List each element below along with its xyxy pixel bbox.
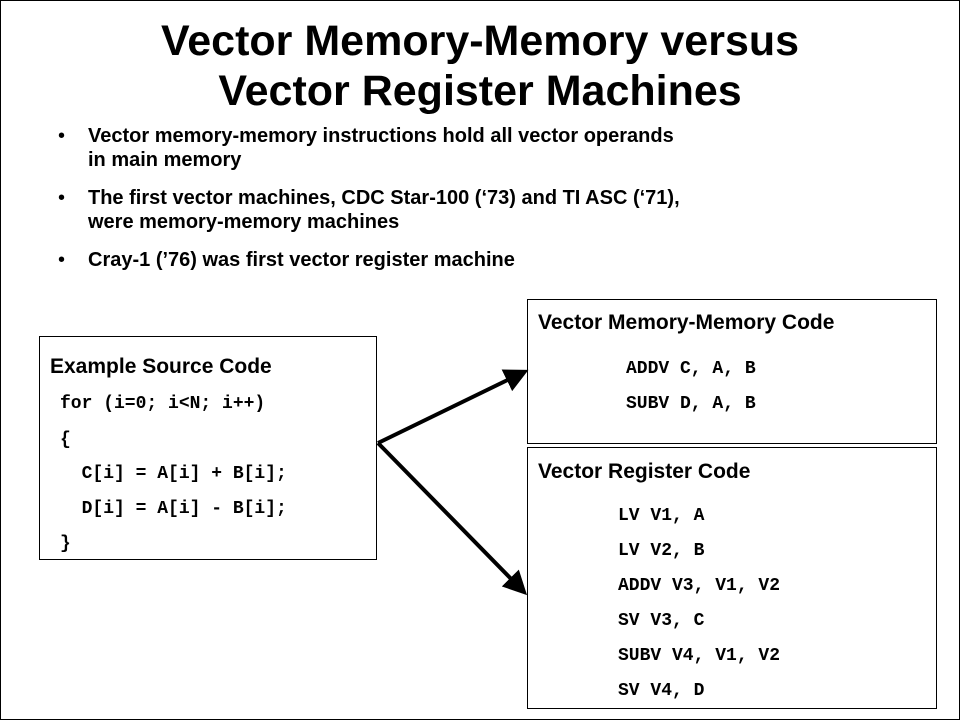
register-code-title: Vector Register Code: [538, 460, 751, 483]
bullet-item: • Cray-1 (’76) was first vector register…: [58, 248, 918, 272]
bullet-text-line: Vector memory-memory instructions hold a…: [88, 125, 674, 147]
source-code-box: Example Source Code for (i=0; i<N; i++) …: [39, 336, 377, 560]
memory-memory-code-box: Vector Memory-Memory Code ADDV C, A, B S…: [527, 299, 937, 444]
bullet-item: • Vector memory-memory instructions hold…: [58, 124, 918, 172]
slide-title-line-1: Vector Memory-Memory versus: [160, 17, 800, 65]
register-code-line: SUBV V4, V1, V2: [618, 646, 781, 666]
register-code-line: SV V4, D: [618, 681, 705, 701]
source-code-line: {: [60, 430, 71, 450]
source-code-title: Example Source Code: [50, 355, 272, 378]
register-code-box: Vector Register Code LV V1, A LV V2, B A…: [527, 447, 937, 709]
bullet-text-line: The first vector machines, CDC Star-100 …: [88, 187, 680, 209]
source-code-line: }: [60, 534, 71, 554]
source-code-line: for (i=0; i<N; i++): [60, 394, 266, 414]
register-code-line: SV V3, C: [618, 611, 705, 631]
register-code-line: LV V1, A: [618, 506, 705, 526]
memory-memory-code-line: ADDV C, A, B: [626, 359, 756, 379]
bullet-item: • The first vector machines, CDC Star-10…: [58, 186, 918, 234]
bullet-dot-icon: •: [58, 187, 66, 209]
bullet-list: • Vector memory-memory instructions hold…: [58, 124, 918, 286]
bullet-dot-icon: •: [58, 125, 66, 147]
bullet-text-line: were memory-memory machines: [88, 211, 400, 233]
register-code-line: LV V2, B: [618, 541, 705, 561]
memory-memory-code-title: Vector Memory-Memory Code: [538, 311, 835, 334]
bullet-dot-icon: •: [58, 249, 66, 271]
register-code-line: ADDV V3, V1, V2: [618, 576, 781, 596]
memory-memory-code-line: SUBV D, A, B: [626, 394, 756, 414]
arrow-to-register-icon: [376, 441, 528, 596]
arrow-to-memory-memory-icon: [377, 369, 529, 445]
source-code-line: D[i] = A[i] - B[i];: [60, 499, 287, 519]
source-code-line: C[i] = A[i] + B[i];: [60, 464, 287, 484]
bullet-text-line: Cray-1 (’76) was first vector register m…: [88, 249, 515, 271]
bullet-text-line: in main memory: [88, 149, 242, 171]
slide-title-line-2: Vector Register Machines: [218, 67, 742, 115]
